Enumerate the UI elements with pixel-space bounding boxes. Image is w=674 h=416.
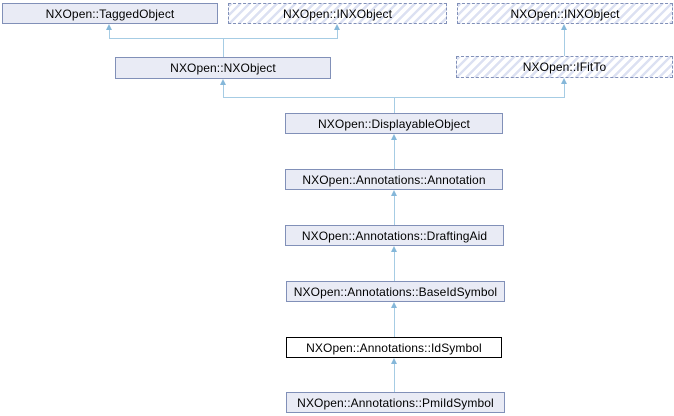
- edge-line: [394, 364, 395, 392]
- node-ifitto[interactable]: NXOpen::IFitTo: [456, 56, 673, 78]
- node-base-id-symbol[interactable]: NXOpen::Annotations::BaseIdSymbol: [286, 281, 505, 302]
- edge-line: [394, 97, 395, 113]
- arrowhead-icon: [105, 24, 112, 30]
- arrowhead-icon: [390, 246, 397, 252]
- arrowhead-icon: [390, 134, 397, 140]
- edge-line: [337, 30, 338, 39]
- edge-line: [394, 308, 395, 337]
- arrowhead-icon: [333, 24, 340, 30]
- node-pmi-id-symbol[interactable]: NXOpen::Annotations::PmiIdSymbol: [286, 392, 505, 413]
- arrowhead-icon: [219, 79, 226, 85]
- node-displayable-object[interactable]: NXOpen::DisplayableObject: [285, 113, 503, 134]
- edge-line: [564, 84, 565, 97]
- edge-line: [223, 85, 224, 97]
- edge-line: [394, 140, 395, 169]
- edge-line: [109, 30, 110, 39]
- edge-line: [394, 196, 395, 225]
- node-id-symbol: NXOpen::Annotations::IdSymbol: [286, 337, 502, 358]
- arrowhead-icon: [390, 190, 397, 196]
- edge-line: [223, 97, 565, 98]
- node-inx-object-right[interactable]: NXOpen::INXObject: [457, 3, 673, 24]
- edge-line: [394, 252, 395, 281]
- arrowhead-icon: [560, 24, 567, 30]
- edge-line: [109, 38, 338, 39]
- arrowhead-icon: [560, 78, 567, 84]
- edge-line: [564, 30, 565, 56]
- arrowhead-icon: [390, 358, 397, 364]
- node-nx-object[interactable]: NXOpen::NXObject: [115, 57, 331, 79]
- node-inx-object-top[interactable]: NXOpen::INXObject: [228, 3, 447, 24]
- edge-line: [223, 38, 224, 57]
- node-tagged-object[interactable]: NXOpen::TaggedObject: [2, 3, 218, 24]
- arrowhead-icon: [390, 302, 397, 308]
- node-annotation[interactable]: NXOpen::Annotations::Annotation: [285, 169, 503, 190]
- node-drafting-aid[interactable]: NXOpen::Annotations::DraftingAid: [285, 225, 504, 246]
